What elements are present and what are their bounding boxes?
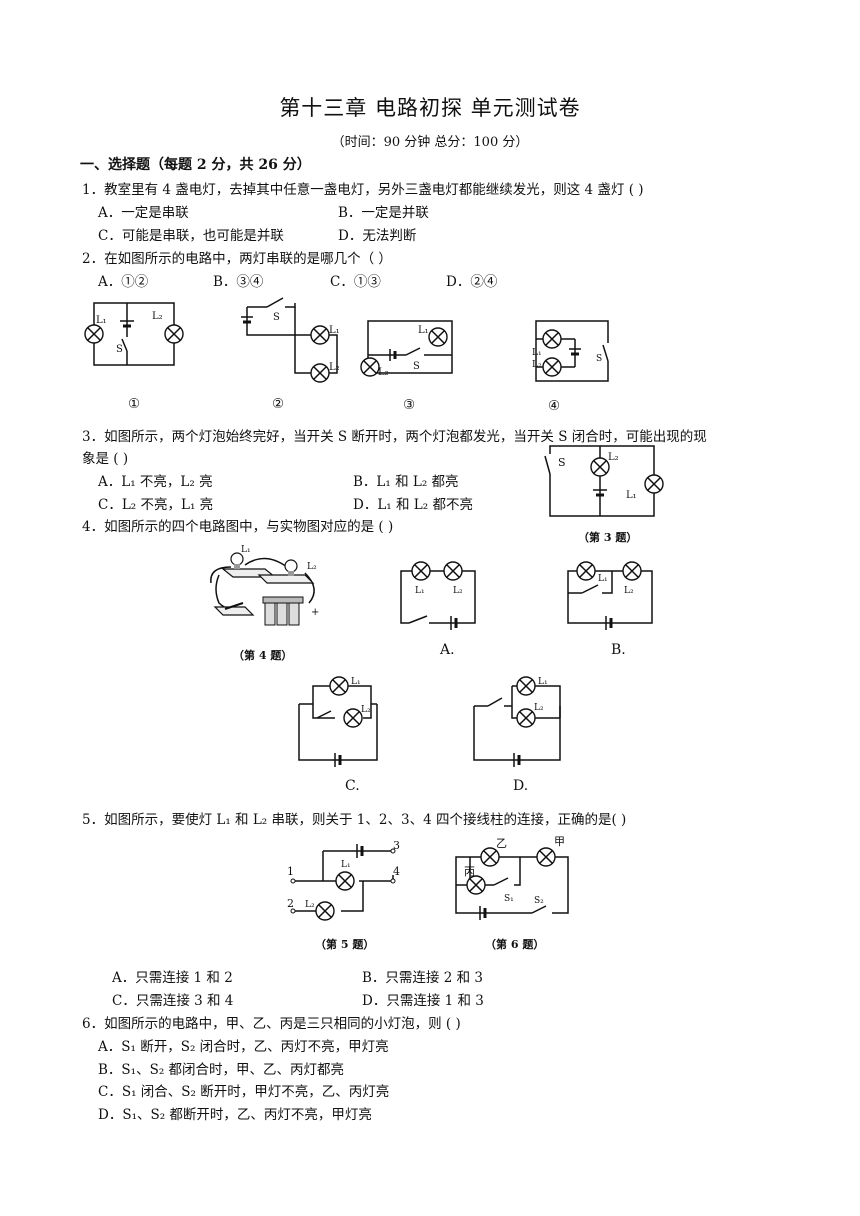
- q2c4-l2-label: L₂: [532, 360, 542, 370]
- q5-l1-label: L₁: [341, 860, 351, 870]
- q2c2-l1-label: L₁: [329, 325, 340, 336]
- q6-circuit: 甲 乙 丙 S₁ S₂: [455, 835, 569, 920]
- q3-l2-label: L₂: [608, 452, 619, 463]
- q5-terminal-1: 1: [287, 865, 294, 878]
- q1-stem: 1．教室里有 4 盏电灯，去掉其中任意一盏电灯，另外三盏电灯都能继续发光，则这 …: [82, 182, 644, 198]
- q3-option-c: C．L₂ 不亮，L₁ 亮: [98, 497, 214, 513]
- q4-phys-plus-label: +: [311, 607, 319, 618]
- q2-fig-label-4: ④: [548, 398, 561, 414]
- q6-option-c: C．S₁ 闭合、S₂ 断开时，甲灯不亮，乙、丙灯亮: [98, 1084, 390, 1100]
- page-subtitle: （时间：90 分钟 总分：100 分）: [331, 135, 529, 150]
- q4-option-a-circuit: L₁ L₂: [400, 561, 476, 630]
- page-title: 第十三章 电路初探 单元测试卷: [279, 96, 581, 120]
- q4-option-b-circuit: L₁ L₂: [567, 561, 653, 630]
- q2-fig-label-1: ①: [128, 396, 141, 412]
- q2c4-s-label: S: [596, 354, 602, 364]
- q4b-l2-label: L₂: [624, 586, 634, 596]
- q4-fig-label-d: D.: [513, 778, 529, 794]
- q4-stem: 4．如图所示的四个电路图中，与实物图对应的是 ( ): [82, 519, 394, 535]
- q6-lamp-jia-label: 甲: [554, 835, 565, 848]
- q2-stem: 2．在如图所示的电路中，两灯串联的是哪几个（ ）: [82, 251, 392, 267]
- q4-caption: （第 4 题）: [233, 649, 293, 662]
- q2-option-a: A．①②: [98, 274, 149, 290]
- q5-terminal-2: 2: [287, 897, 294, 910]
- q3-option-a: A．L₁ 不亮，L₂ 亮: [98, 474, 213, 490]
- q2-circuit-4: L₁ L₂ S: [532, 320, 613, 382]
- q4-option-c-circuit: L₁ L₂: [298, 676, 378, 767]
- q4-fig-label-b: B.: [611, 642, 626, 658]
- q6-option-d: D．S₁、S₂ 都断开时，乙、丙灯不亮，甲灯亮: [98, 1107, 372, 1123]
- q2-circuit-2: S L₁ L₂: [241, 297, 340, 383]
- q6-s2-label: S₂: [534, 896, 544, 906]
- q3-s-label: S: [558, 456, 566, 469]
- q5-option-a: A．只需连接 1 和 2: [112, 970, 233, 986]
- q3-option-b: B．L₁ 和 L₂ 都亮: [353, 474, 459, 490]
- q4c-l1-label: L₁: [351, 677, 361, 687]
- q4-physical-diagram: L₁ L₂ +: [210, 545, 319, 626]
- q2-fig-label-2: ②: [272, 396, 285, 412]
- q2-option-d: D．②④: [446, 274, 498, 290]
- q5-terminal-3: 3: [393, 839, 400, 852]
- q4-fig-label-a: A.: [440, 642, 455, 658]
- q2c3-s-label: S: [413, 361, 420, 372]
- q2c4-l1-label: L₁: [532, 348, 542, 358]
- section-heading: 一、选择题（每题 2 分，共 26 分）: [80, 157, 311, 173]
- q5-stem: 5．如图所示，要使灯 L₁ 和 L₂ 串联，则关于 1、2、3、4 四个接线柱的…: [82, 812, 627, 828]
- q5-option-c: C．只需连接 3 和 4: [112, 993, 234, 1009]
- q4-fig-label-c: C.: [345, 778, 360, 794]
- q4d-l2-label: L₂: [534, 703, 544, 713]
- q2-circuit-3: L₁ L₂ S: [360, 320, 453, 378]
- q2c1-l1-label: L₁: [96, 315, 107, 326]
- q1-option-d: D．无法判断: [338, 228, 417, 244]
- q4c-l2-label: L₂: [361, 705, 371, 715]
- q1-option-c: C．可能是串联，也可能是并联: [98, 228, 284, 244]
- q1-option-b: B．一定是并联: [338, 205, 429, 221]
- q5-caption: （第 5 题）: [315, 938, 375, 951]
- q5-option-d: D．只需连接 1 和 3: [362, 993, 484, 1009]
- q3-option-d: D．L₁ 和 L₂ 都不亮: [353, 497, 473, 513]
- q3-l1-label: L₁: [626, 490, 637, 501]
- q2-option-c: C．①③: [330, 274, 381, 290]
- q6-s1-label: S₁: [504, 894, 514, 904]
- q2-fig-label-3: ③: [403, 397, 416, 413]
- q3-caption: （第 3 题）: [578, 531, 638, 544]
- q4-phys-l1-label: L₁: [241, 545, 251, 555]
- q6-stem: 6．如图所示的电路中，甲、乙、丙是三只相同的小灯泡，则 ( ): [82, 1016, 461, 1032]
- q6-lamp-bing-label: 丙: [464, 865, 475, 878]
- q4-option-d-circuit: L₁ L₂: [473, 676, 561, 767]
- q4d-l1-label: L₁: [538, 677, 548, 687]
- q2-option-b: B．③④: [213, 274, 264, 290]
- q4-phys-l2-label: L₂: [307, 562, 317, 572]
- q2c2-l2-label: L₂: [329, 362, 340, 373]
- q1-option-a: A．一定是串联: [98, 205, 189, 221]
- q5-terminal-4: 4: [393, 865, 400, 878]
- q6-caption: （第 6 题）: [485, 938, 545, 951]
- q4b-l1-label: L₁: [598, 574, 608, 584]
- q4a-l1-label: L₁: [415, 586, 425, 596]
- q2-circuit-1: L₁ L₂ S: [84, 302, 184, 366]
- q5-circuit: 1 2 3 4 L₁ L₂: [287, 839, 400, 921]
- q6-option-b: B．S₁、S₂ 都闭合时，甲、乙、丙灯都亮: [98, 1062, 345, 1078]
- q5-option-b: B．只需连接 2 和 3: [362, 970, 483, 986]
- q5-l2-label: L₂: [305, 900, 315, 910]
- q2c1-l2-label: L₂: [152, 311, 163, 322]
- q6-option-a: A．S₁ 断开，S₂ 闭合时，乙、丙灯不亮，甲灯亮: [98, 1039, 389, 1055]
- q6-lamp-yi-label: 乙: [496, 837, 507, 850]
- q2c3-l1-label: L₁: [418, 325, 429, 336]
- q2c1-s-label: S: [116, 344, 123, 355]
- q2c2-s-label: S: [273, 312, 280, 323]
- q3-stem-cont: 象是 ( ): [82, 451, 129, 467]
- q3-circuit: S L₂ L₁: [544, 445, 664, 517]
- q4a-l2-label: L₂: [453, 586, 463, 596]
- q3-stem: 3．如图所示，两个灯泡始终完好，当开关 S 断开时，两个灯泡都发光，当开关 S …: [82, 429, 707, 445]
- q2c3-l2-label: L₂: [378, 367, 389, 378]
